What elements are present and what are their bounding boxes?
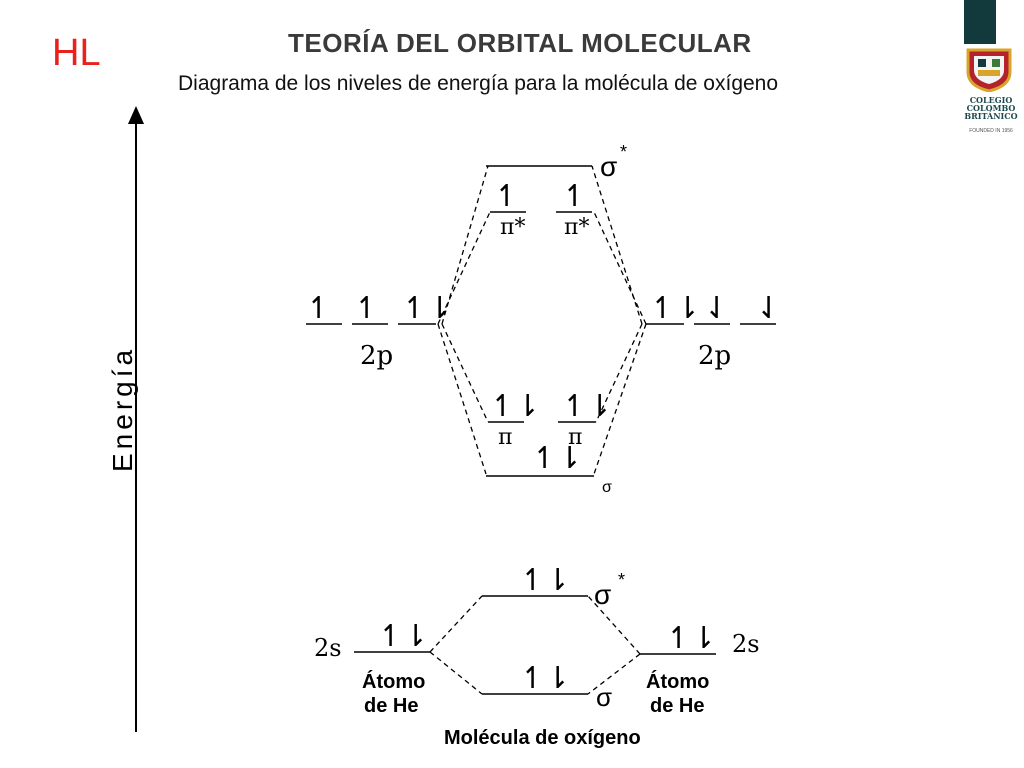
sigma-star-2p-star: *	[620, 142, 627, 162]
pi-star-2-label: π*	[564, 215, 589, 240]
correlation-lines-2p	[437, 165, 647, 475]
electron-left-2p-2: ↿	[354, 292, 379, 325]
electron-pi-star-1: ↿	[494, 180, 519, 213]
electron-pi-1: ↿⇂	[490, 390, 540, 423]
right-2s-label: 2s	[732, 630, 760, 658]
electron-left-2p-3: ↿⇂	[402, 292, 452, 325]
left-2s-label: 2s	[314, 634, 342, 662]
electron-right-2p-1: ↿⇂	[650, 292, 700, 325]
slide-subtitle: Diagrama de los niveles de energía para …	[178, 72, 779, 95]
right-atom-label-line-1: Átomo	[646, 670, 709, 693]
right-atom-label-line-2: de He	[650, 695, 704, 717]
logo-name: COLEGIO COLOMBO BRITÁNICO	[962, 96, 1020, 120]
crest-icon	[964, 46, 1014, 92]
logo-founded: FOUNDED IN 1956	[969, 128, 1013, 134]
logo-name-line-2: COLOMBO	[966, 103, 1016, 113]
energy-axis-arrow	[128, 106, 144, 124]
correlation-lines-2s	[429, 595, 641, 695]
electron-pi-2: ↿⇂	[562, 390, 612, 423]
molecule-label: Molécula de oxígeno	[444, 727, 641, 749]
logo-top-bar	[964, 0, 996, 44]
electron-right-2p-3: ⇃	[756, 292, 781, 325]
logo-name-line-1: COLEGIO	[969, 95, 1013, 105]
slide-title: TEORÍA DEL ORBITAL MOLECULAR	[288, 28, 752, 58]
pi-1-label: π	[498, 425, 512, 450]
pi-star-1-label: π*	[500, 215, 525, 240]
electron-left-2s: ↿⇂	[378, 620, 428, 653]
sigma-2p-label: σ	[602, 479, 612, 496]
electron-right-2s: ↿⇂	[666, 622, 716, 655]
left-atom-label-line-1: Átomo	[362, 670, 425, 693]
sigma-star-2s-star: *	[618, 570, 625, 590]
logo-name-line-3: BRITÁNICO	[964, 111, 1018, 121]
electron-sigma-star-2s: ↿⇂	[520, 564, 570, 597]
sigma-2s-label: σ	[596, 682, 612, 712]
sigma-star-2s-label: σ	[594, 579, 611, 610]
electron-sigma-2p: ↿⇂	[532, 442, 582, 475]
electron-sigma-2s: ↿⇂	[520, 662, 570, 695]
pi-2-label: π	[568, 425, 582, 450]
school-logo: COLEGIO COLOMBO BRITÁNICO FOUNDED IN 195…	[962, 0, 1020, 140]
electron-right-2p-2: ⇃	[704, 292, 729, 325]
left-atom-label-line-2: de He	[364, 695, 418, 717]
right-2p-label: 2p	[698, 341, 731, 371]
slide-tag: HL	[52, 32, 101, 74]
energy-axis-label: Energía	[107, 346, 138, 472]
left-2p-label: 2p	[360, 341, 393, 371]
electron-left-2p-1: ↿	[306, 292, 331, 325]
electron-pi-star-2: ↿	[562, 180, 587, 213]
sigma-star-2p-label: σ	[600, 151, 617, 182]
